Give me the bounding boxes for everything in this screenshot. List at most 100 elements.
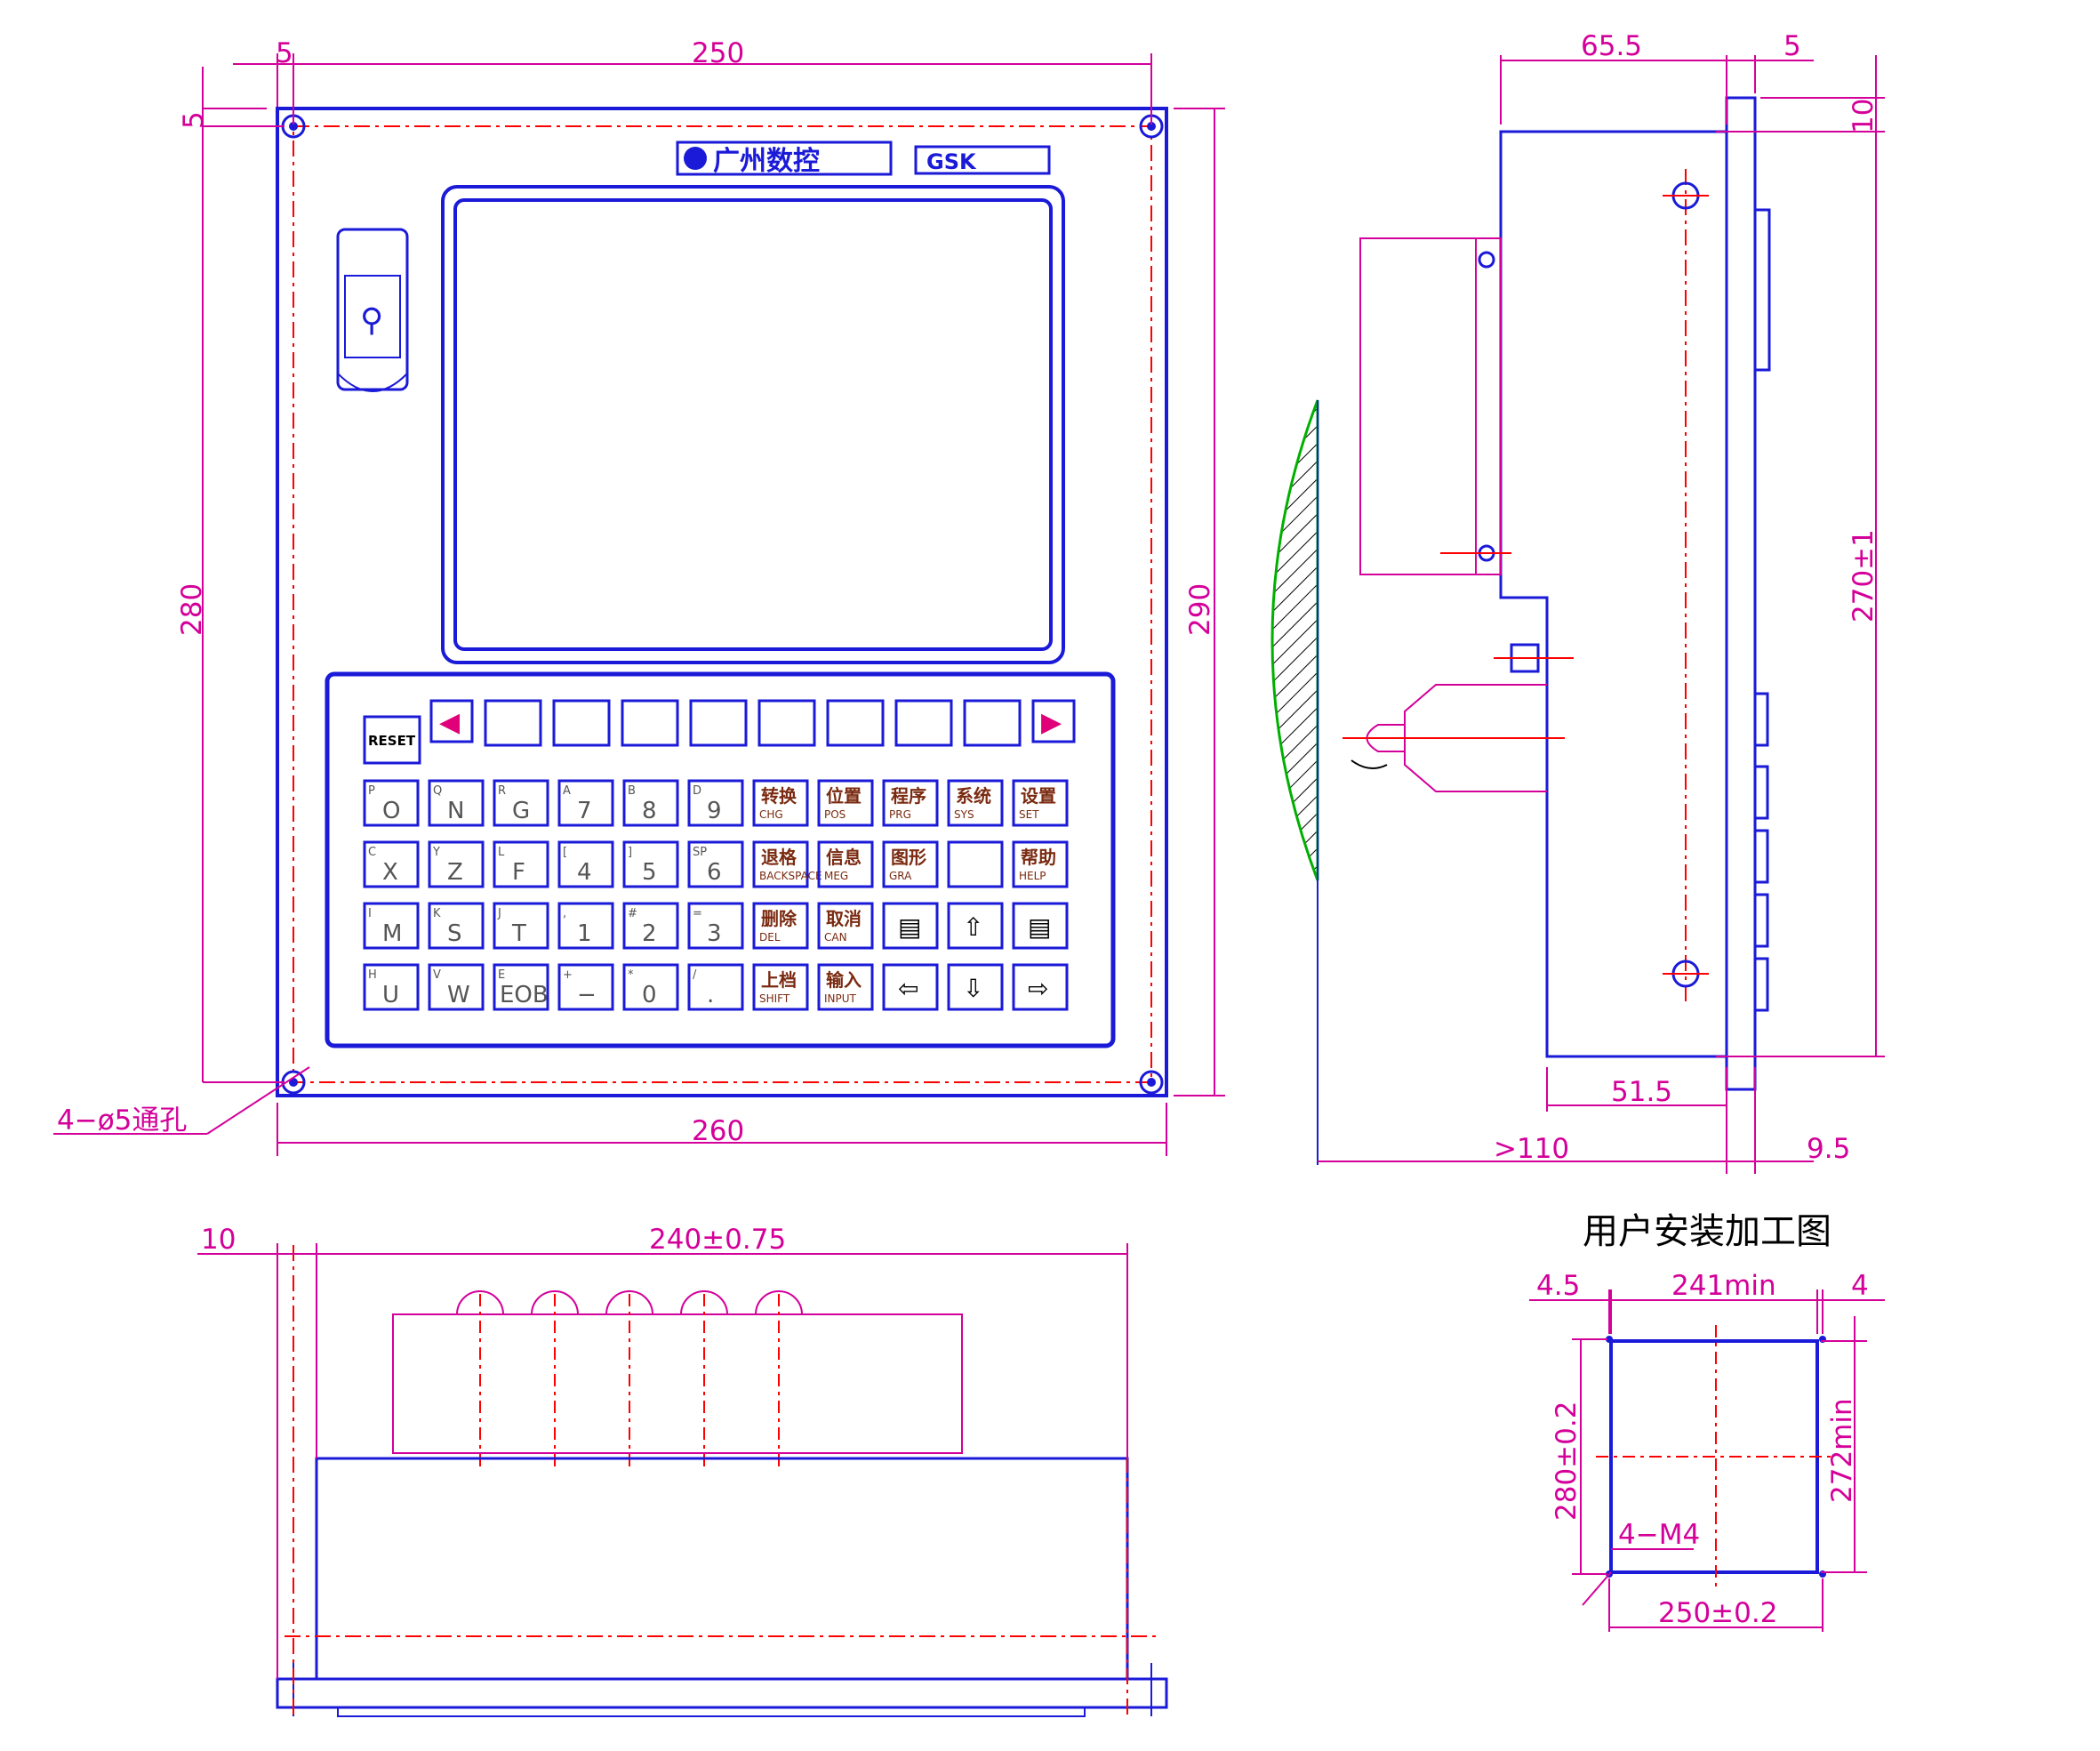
key-0[interactable]: *0 [622, 963, 679, 1011]
key-8[interactable]: B8 [622, 779, 679, 827]
key-label-cn: 输入 [826, 969, 862, 991]
key-g[interactable]: RG [493, 779, 549, 827]
soft-key-right-arrow[interactable]: ▶ [1031, 699, 1076, 743]
key-label-cn: 取消 [826, 908, 862, 929]
dim-top-width: 250 [692, 37, 744, 69]
page-up-key[interactable]: ▤ [882, 902, 939, 950]
key-u[interactable]: HU [363, 963, 420, 1011]
soft-key[interactable] [963, 699, 1022, 747]
key-label-sub: = [693, 907, 702, 920]
key-label-cn: 设置 [1021, 785, 1056, 807]
arrow-right-key[interactable]: ⇨ [1012, 963, 1069, 1011]
key-label-cn: 程序 [891, 785, 926, 807]
soft-key[interactable] [757, 699, 816, 747]
key-5[interactable]: ]5 [622, 840, 679, 888]
key-t[interactable]: JT [493, 902, 549, 950]
key-6[interactable]: SP6 [687, 840, 744, 888]
key-m[interactable]: IM [363, 902, 420, 950]
key-label-cn: 图形 [891, 847, 926, 868]
usb-port: ⚲ [336, 228, 409, 392]
svg-text:RESET: RESET [368, 733, 416, 749]
soft-key-left-arrow[interactable]: ◀ [429, 699, 474, 743]
key-label-cn: 信息 [826, 847, 862, 868]
soft-key[interactable] [689, 699, 748, 747]
side-screw [1663, 960, 1709, 988]
rear-connector-box [1359, 237, 1502, 575]
key-label-sub: B [628, 784, 636, 798]
key-meg[interactable]: 信息 MEG [817, 840, 874, 888]
key-f[interactable]: LF [493, 840, 549, 888]
key-4[interactable]: [4 [557, 840, 614, 888]
soft-key[interactable] [894, 699, 953, 747]
key-1[interactable]: ,1 [557, 902, 614, 950]
svg-text:▶: ▶ [1041, 707, 1062, 738]
brand-logo-text: 广州数控 [713, 146, 820, 177]
key-label-sub: Y [432, 846, 440, 859]
key-label-en: SET [1019, 808, 1039, 821]
reset-key[interactable]: RESET [363, 715, 421, 765]
key-x[interactable]: CX [363, 840, 420, 888]
key-2[interactable]: #2 [622, 902, 679, 950]
bottom-connector-knobs [456, 1290, 803, 1315]
key-label-cn: 帮助 [1021, 847, 1056, 868]
key-label-en: MEG [824, 870, 848, 882]
key-w[interactable]: VW [428, 963, 485, 1011]
soft-key[interactable] [484, 699, 542, 747]
key-blank[interactable]: +− [557, 963, 614, 1011]
key-label-sub: C [368, 846, 376, 859]
key-o[interactable]: PO [363, 779, 420, 827]
key-3[interactable]: =3 [687, 902, 744, 950]
brand-logo: 广州数控 GSK [676, 141, 1051, 177]
soft-key-row: ◀ ▶ [429, 699, 1076, 747]
key-n[interactable]: QN [428, 779, 485, 827]
keyboard-panel [325, 671, 1116, 1048]
key-label-cn: 位置 [826, 785, 862, 807]
dim-clearance: >110 [1494, 1133, 1569, 1165]
dim-right-height: 290 [1184, 583, 1216, 636]
soft-key[interactable] [621, 699, 679, 747]
key-label-sub: , [563, 907, 566, 920]
dim-cutout-right-height: 272min [1826, 1398, 1858, 1503]
key-label-sub: E [498, 968, 505, 982]
soft-key[interactable] [552, 699, 611, 747]
key-label-en: SHIFT [759, 992, 790, 1005]
mounting-hole-centerline [293, 125, 1152, 1083]
arrow-up-key[interactable]: ⇧ [947, 902, 1004, 950]
key-label-main: 8 [642, 798, 657, 824]
soft-key[interactable] [826, 699, 885, 747]
key-blank[interactable]: /. [687, 963, 744, 1011]
key-label-sub: * [628, 968, 634, 982]
arrow-down-key[interactable]: ⇩ [947, 963, 1004, 1011]
arrow-left-key[interactable]: ⇦ [882, 963, 939, 1011]
key-label-main: 7 [577, 798, 592, 824]
key-label-main: X [382, 859, 398, 886]
key-label-cn: 上档 [761, 969, 797, 991]
key-label-main: F [512, 859, 525, 886]
key-label-main: 9 [707, 798, 722, 824]
page-down-key[interactable]: ▤ [1012, 902, 1069, 950]
key-label-en: PRG [889, 808, 911, 821]
dim-cutout-right-margin: 4 [1851, 1270, 1869, 1302]
key-label-sub: / [693, 968, 697, 982]
key-7[interactable]: A7 [557, 779, 614, 827]
page-up-icon: ▤ [898, 912, 921, 942]
key-s[interactable]: KS [428, 902, 485, 950]
front-dimensions: 5 250 5 280 290 260 4−ø5通孔 [53, 37, 1225, 1156]
key-9[interactable]: D9 [687, 779, 744, 827]
key[interactable] [947, 840, 1004, 888]
key-z[interactable]: YZ [428, 840, 485, 888]
